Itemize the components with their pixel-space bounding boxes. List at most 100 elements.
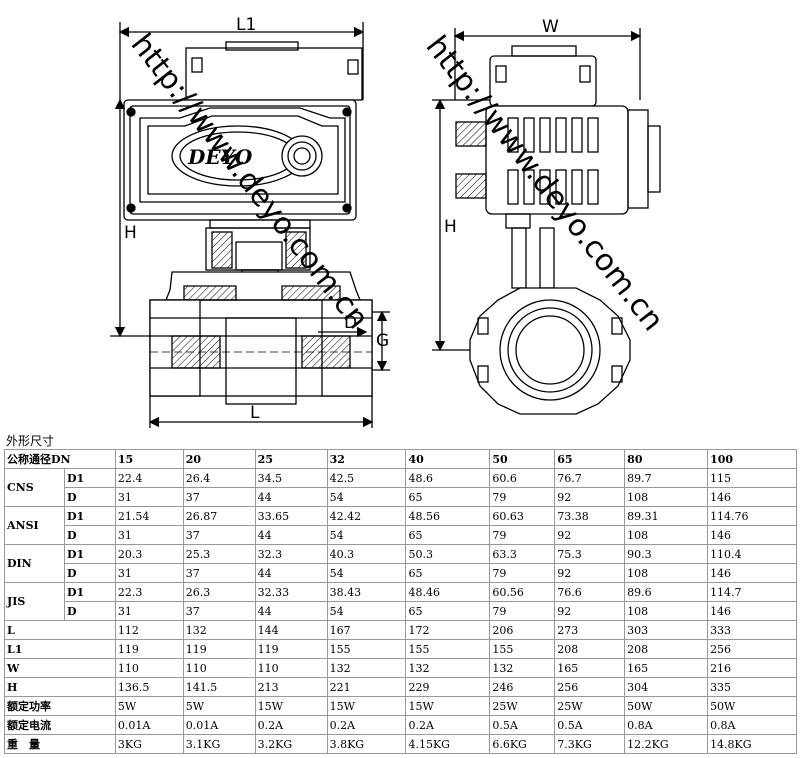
diameter-label: D (63, 487, 116, 507)
table-cell: 3KG (114, 734, 184, 754)
table-cell: 110 (254, 658, 328, 678)
table-cell: 31 (114, 601, 184, 621)
table-cell: 92 (554, 487, 626, 507)
table-cell: 89.6 (624, 582, 709, 602)
table-cell: 0.5A (489, 715, 556, 735)
table-cell: 26.87 (182, 506, 256, 526)
table-cell: 132 (326, 658, 407, 678)
table-cell: 0.8A (624, 715, 709, 735)
table-cell: 5W (182, 696, 256, 716)
table-cell: 3.1KG (182, 734, 256, 754)
size-header: 15 (114, 449, 184, 469)
table-cell: 42.5 (326, 468, 407, 488)
table-cell: 246 (489, 677, 556, 697)
table-cell: 256 (707, 639, 797, 659)
table-cell: 7.3KG (554, 734, 626, 754)
table-cell: 79 (489, 487, 556, 507)
table-cell: 132 (489, 658, 556, 678)
table-cell: 115 (707, 468, 797, 488)
table-cell: 54 (326, 525, 407, 545)
table-cell: 90.3 (624, 544, 709, 564)
size-header: 25 (254, 449, 328, 469)
diameter-label: D1 (63, 544, 116, 564)
diameter-label: D (63, 601, 116, 621)
table-cell: 25.3 (182, 544, 256, 564)
table-cell: 92 (554, 563, 626, 583)
table-cell: 54 (326, 601, 407, 621)
table-cell: 75.3 (554, 544, 626, 564)
table-cell: 32.33 (254, 582, 328, 602)
table-cell: 172 (405, 620, 491, 640)
table-cell: 206 (489, 620, 556, 640)
table-cell: 4.15KG (405, 734, 491, 754)
table-cell: 54 (326, 487, 407, 507)
table-cell: 132 (182, 620, 256, 640)
diameter-label: D (63, 563, 116, 583)
table-cell: 25W (489, 696, 556, 716)
table-cell: 0.5A (554, 715, 626, 735)
table-cell: 37 (182, 525, 256, 545)
table-cell: 44 (254, 601, 328, 621)
table-cell: 37 (182, 487, 256, 507)
table-cell: 22.4 (114, 468, 184, 488)
table-cell: 48.56 (405, 506, 491, 526)
table-cell: 216 (707, 658, 797, 678)
table-cell: 110 (182, 658, 256, 678)
table-cell: 273 (554, 620, 626, 640)
table-cell: 26.4 (182, 468, 256, 488)
size-header: 32 (326, 449, 407, 469)
table-cell: 42.42 (326, 506, 407, 526)
table-cell: 79 (489, 525, 556, 545)
size-header: 80 (624, 449, 709, 469)
table-cell: 26.3 (182, 582, 256, 602)
table-cell: 40.3 (326, 544, 407, 564)
size-header: 20 (182, 449, 256, 469)
table-cell: 44 (254, 563, 328, 583)
table-cell: 15W (254, 696, 328, 716)
table-cell: 165 (554, 658, 626, 678)
table-cell: 108 (624, 487, 709, 507)
table-cell: 63.3 (489, 544, 556, 564)
table-cell: 50.3 (405, 544, 491, 564)
row-label: H (4, 677, 116, 697)
table-cell: 0.8A (707, 715, 797, 735)
standard-label: ANSI (4, 506, 65, 545)
table-cell: 15W (326, 696, 407, 716)
table-cell: 48.6 (405, 468, 491, 488)
table-cell: 60.56 (489, 582, 556, 602)
front-view (110, 22, 390, 428)
table-cell: 208 (624, 639, 709, 659)
table-cell: 108 (624, 601, 709, 621)
table-cell: 0.2A (405, 715, 491, 735)
table-cell: 22.3 (114, 582, 184, 602)
table-cell: 146 (707, 563, 797, 583)
brand-logo: DEYO (187, 145, 253, 169)
table-cell: 304 (624, 677, 709, 697)
diameter-label: D1 (63, 506, 116, 526)
table-cell: 38.43 (326, 582, 407, 602)
header-label: 公称通径DN (4, 449, 116, 469)
table-cell: 110 (114, 658, 184, 678)
table-cell: 155 (405, 639, 491, 659)
table-cell: 136.5 (114, 677, 184, 697)
table-cell: 33.65 (254, 506, 328, 526)
side-dim-w-label: W (542, 17, 559, 37)
standard-label: DIN (4, 544, 65, 583)
table-cell: 0.2A (254, 715, 328, 735)
size-header: 50 (489, 449, 556, 469)
diameter-label: D1 (63, 582, 116, 602)
table-cell: 37 (182, 563, 256, 583)
table-cell: 141.5 (182, 677, 256, 697)
table-cell: 31 (114, 563, 184, 583)
table-cell: 79 (489, 601, 556, 621)
row-label: L1 (4, 639, 116, 659)
table-cell: 108 (624, 525, 709, 545)
